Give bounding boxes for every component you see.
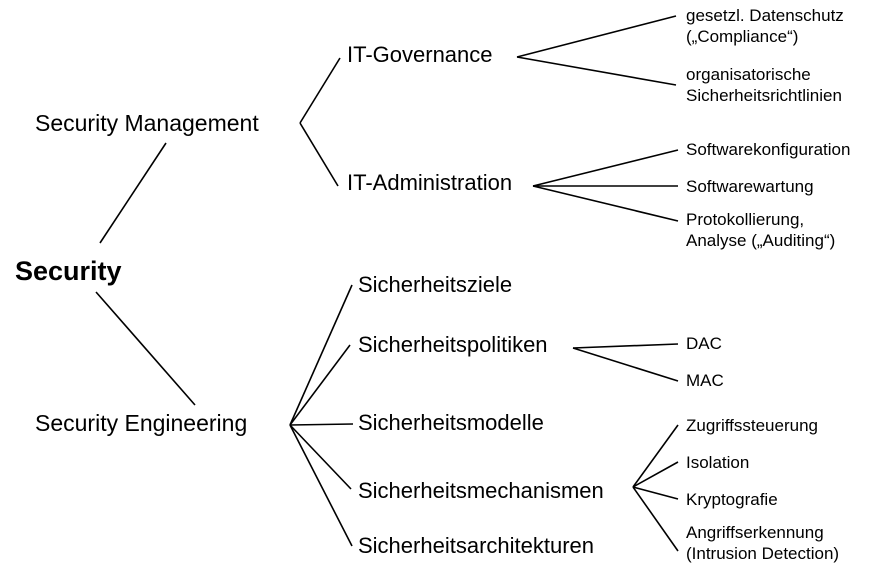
node-zugriffssteuerung: Zugriffssteuerung (686, 415, 818, 436)
tree-edge (289, 344, 351, 426)
node-security-management: Security Management (35, 110, 259, 136)
tree-edge (289, 424, 352, 490)
node-label-text: IT-Governance (347, 42, 493, 67)
tree-edge (532, 185, 679, 222)
node-sicherheitsarchitekturen: Sicherheitsarchitekturen (358, 533, 594, 558)
node-it-administration: IT-Administration (347, 170, 512, 195)
node-sicherheitspolitiken: Sicherheitspolitiken (358, 332, 548, 357)
tree-edge (632, 486, 679, 552)
node-sicherheitsmechanismen: Sicherheitsmechanismen (358, 478, 604, 503)
node-label-text-line2: („Compliance“) (686, 27, 799, 46)
node-sicherheitsziele: Sicherheitsziele (358, 272, 512, 297)
tree-edge (572, 343, 679, 349)
tree-edge (299, 122, 339, 187)
tree-edge (299, 57, 341, 124)
node-label-text: Sicherheitsmechanismen (358, 478, 604, 503)
node-sicherheitsmodelle: Sicherheitsmodelle (358, 410, 544, 435)
node-label-text-line2: (Intrusion Detection) (686, 544, 840, 563)
node-softwarewartung: Softwarewartung (686, 176, 814, 197)
tree-edge (516, 15, 677, 58)
node-angriffserkennung: Angriffserkennung (Intrusion Detection) (686, 522, 839, 564)
tree-edge (532, 149, 679, 187)
node-isolation: Isolation (686, 452, 749, 473)
node-label-text: Protokollierung, (686, 210, 805, 229)
node-label-text: Security Engineering (35, 410, 248, 436)
tree-edge (632, 424, 679, 488)
node-security: Security (15, 256, 122, 286)
node-label-text: Sicherheitsarchitekturen (358, 533, 595, 558)
node-softwarekonfiguration: Softwarekonfiguration (686, 139, 850, 160)
node-label-text: Zugriffssteuerung (686, 416, 818, 435)
node-label-text-line2: Sicherheitsrichtlinien (686, 86, 842, 105)
node-gesetzl-datenschutz: gesetzl. Datenschutz („Compliance“) (686, 5, 844, 47)
node-label-text: Sicherheitsmodelle (358, 410, 544, 435)
node-label-text: organisatorische (686, 65, 811, 84)
node-security-engineering: Security Engineering (35, 410, 247, 436)
node-label-text-line2: Analyse („Auditing“) (686, 231, 836, 250)
node-label-text: Sicherheitspolitiken (358, 332, 548, 357)
tree-edge (99, 142, 167, 244)
node-label-text: Kryptografie (686, 490, 778, 509)
node-label-text: Softwarekonfiguration (686, 140, 851, 159)
node-mac: MAC (686, 370, 724, 391)
tree-edge (632, 461, 679, 488)
node-dac: DAC (686, 333, 722, 354)
node-it-governance: IT-Governance (347, 42, 493, 67)
edge-layer (95, 15, 679, 552)
node-label-text: gesetzl. Datenschutz (686, 6, 844, 25)
node-label-text: IT-Administration (347, 170, 513, 195)
node-label-text: Security (15, 256, 122, 286)
node-label-text: Angriffserkennung (686, 523, 824, 542)
tree-edge (289, 424, 353, 547)
tree-edge (572, 347, 679, 382)
tree-edge (95, 291, 196, 406)
node-label-text: MAC (686, 371, 724, 390)
tree-edge (516, 56, 677, 86)
node-label-text: Softwarewartung (686, 177, 814, 196)
node-label-text: DAC (686, 334, 722, 353)
node-protokollierung-analyse: Protokollierung, Analyse („Auditing“) (686, 209, 835, 251)
node-label-text: Isolation (686, 453, 750, 472)
node-label-text: Sicherheitsziele (358, 272, 513, 297)
tree-edge (632, 486, 679, 500)
node-kryptografie: Kryptografie (686, 489, 778, 510)
tree-edge (289, 284, 353, 426)
tree-edge (289, 423, 354, 426)
node-label-text: Security Management (35, 110, 259, 136)
